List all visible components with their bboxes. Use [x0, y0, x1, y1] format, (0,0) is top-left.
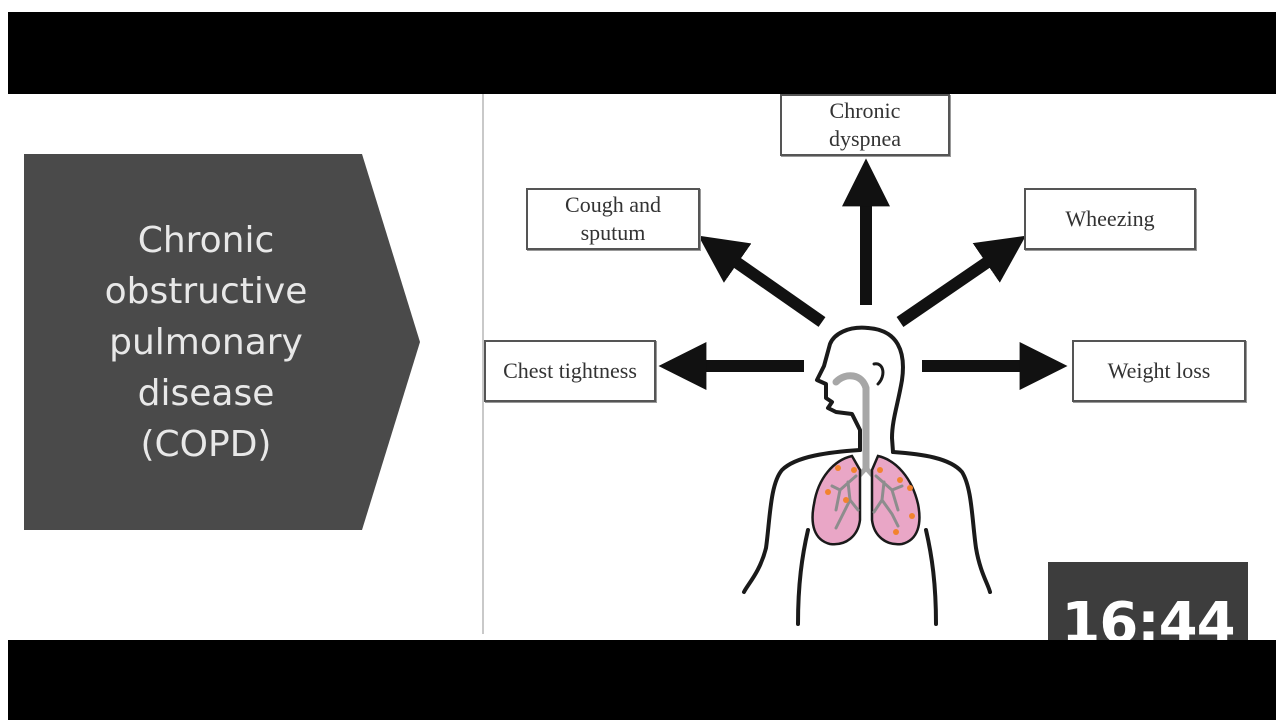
- video-duration-badge: 16:44: [1048, 562, 1248, 640]
- symptom-chest-tightness: Chest tightness: [484, 340, 656, 402]
- symptom-cough-and-sputum: Cough and sputum: [526, 188, 700, 250]
- section-divider: [482, 94, 484, 634]
- human-respiratory-figure-icon: [742, 325, 992, 626]
- arrow-to-wheezing: [896, 235, 1026, 327]
- letterbox-top-bar: [8, 12, 1276, 94]
- arrow-to-cough: [698, 235, 826, 327]
- copd-title: Chronic obstructive pulmonary disease (C…: [104, 219, 308, 465]
- video-duration-text: 16:44: [1061, 591, 1235, 641]
- symptom-weight-loss: Weight loss: [1072, 340, 1246, 402]
- left-lung: [811, 454, 862, 546]
- letterbox-bottom-bar: [8, 640, 1276, 720]
- title-chevron-shape: [24, 154, 420, 530]
- symptom-wheezing: Wheezing: [1024, 188, 1196, 250]
- symptom-chronic-dyspnea: Chronic dyspnea: [780, 94, 950, 156]
